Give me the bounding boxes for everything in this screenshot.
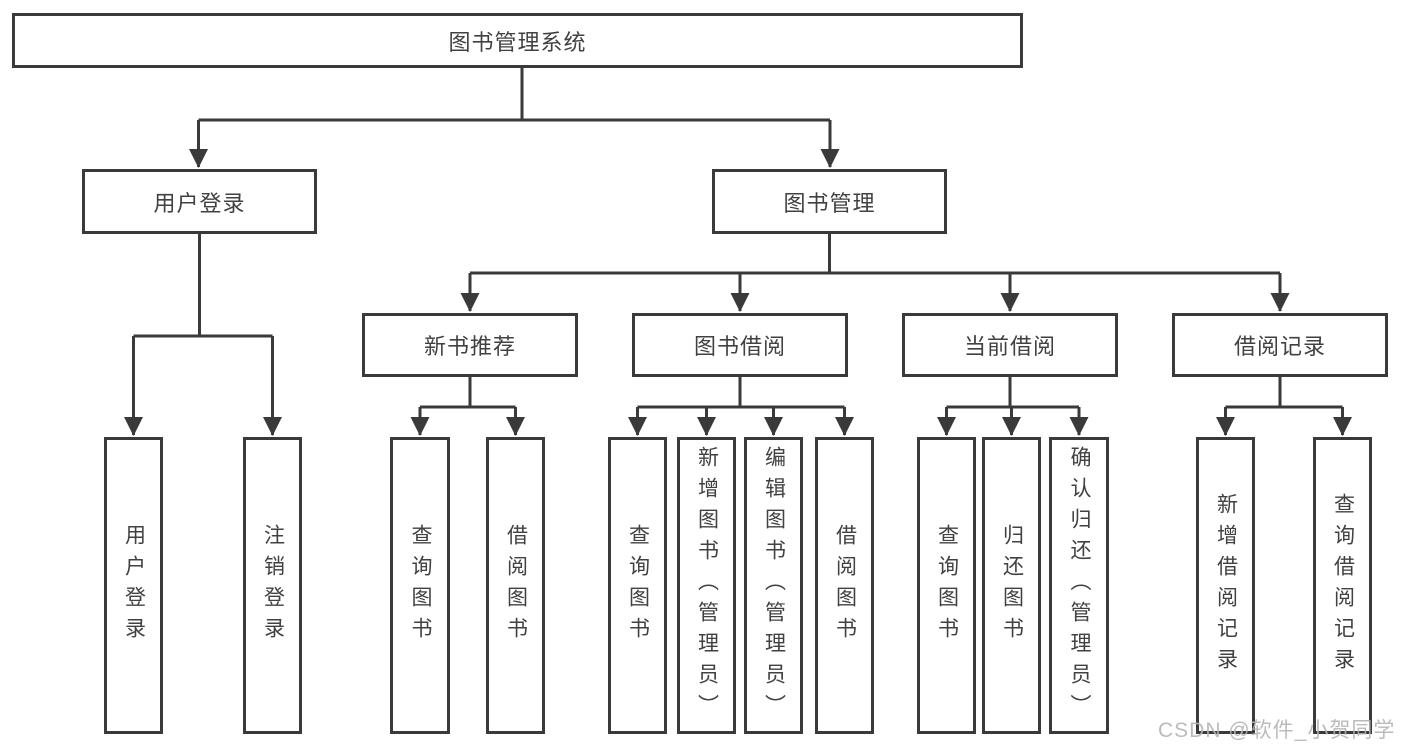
node-new-book-recommend: 新书推荐 bbox=[362, 313, 578, 377]
node-user-login: 用户登录 bbox=[82, 169, 317, 234]
node-library-management-system: 图书管理系统 bbox=[12, 13, 1023, 68]
leaf-logout-login: 注销登录 bbox=[243, 437, 302, 734]
leaf-borrow-query-books: 查询图书 bbox=[608, 437, 667, 734]
node-book-management: 图书管理 bbox=[712, 169, 947, 234]
leaf-newbook-borrow-books: 借阅图书 bbox=[486, 437, 545, 734]
leaf-current-confirm-return-admin: 确认归还（管理员） bbox=[1049, 437, 1109, 734]
node-borrow-records: 借阅记录 bbox=[1172, 313, 1388, 377]
node-book-borrow: 图书借阅 bbox=[632, 313, 848, 377]
leaf-records-add-record: 新增借阅记录 bbox=[1196, 437, 1255, 734]
leaf-borrow-borrow-books: 借阅图书 bbox=[815, 437, 874, 734]
leaf-user-login: 用户登录 bbox=[104, 437, 163, 734]
leaf-current-return-books: 归还图书 bbox=[982, 437, 1041, 734]
csdn-watermark: CSDN @软件_小贺同学 bbox=[1158, 719, 1396, 742]
node-current-borrow: 当前借阅 bbox=[902, 313, 1118, 377]
leaf-records-query-record: 查询借阅记录 bbox=[1313, 437, 1372, 734]
leaf-borrow-add-books-admin: 新增图书（管理员） bbox=[677, 437, 736, 734]
leaf-current-query-books: 查询图书 bbox=[917, 437, 976, 734]
leaf-newbook-query-books: 查询图书 bbox=[390, 437, 450, 734]
leaf-borrow-edit-books-admin: 编辑图书（管理员） bbox=[744, 437, 803, 734]
